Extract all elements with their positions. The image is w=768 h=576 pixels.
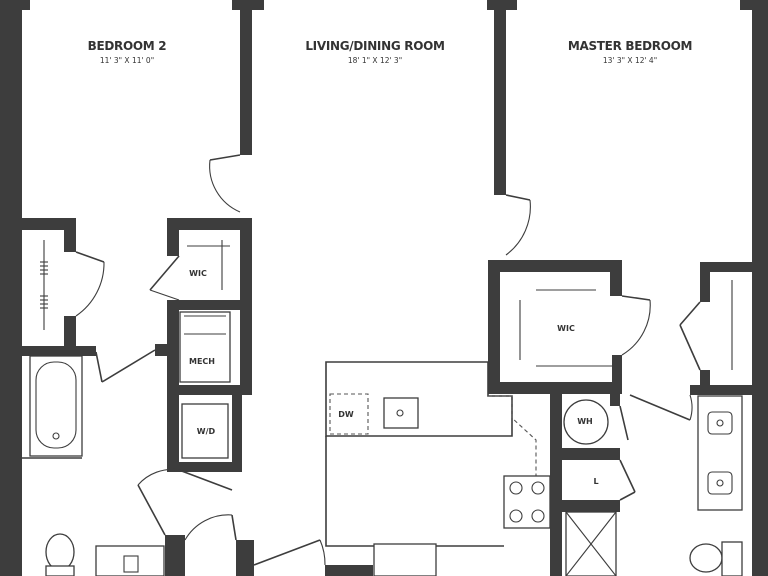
mech-unit bbox=[179, 311, 231, 383]
washer-dryer bbox=[181, 403, 229, 459]
labels: BEDROOM 2 11' 3" X 11' 0" LIVING/DINING … bbox=[88, 39, 693, 486]
fixtures bbox=[22, 311, 743, 576]
vanity bbox=[95, 545, 165, 576]
range bbox=[503, 475, 551, 529]
refrigerator bbox=[373, 543, 437, 576]
wh-label: WH bbox=[577, 417, 593, 426]
master-vanity bbox=[697, 395, 743, 511]
wic-master-label: WIC bbox=[557, 324, 575, 333]
linen-label: L bbox=[593, 477, 598, 486]
master-toilet bbox=[689, 543, 723, 573]
kitchen-counter bbox=[325, 361, 513, 437]
wic-small-label: WIC bbox=[189, 269, 207, 278]
bedroom2-dims: 11' 3" X 11' 0" bbox=[100, 56, 154, 65]
living-name: LIVING/DINING ROOM bbox=[305, 39, 444, 53]
closet-rods bbox=[40, 240, 733, 370]
master-name: MASTER BEDROOM bbox=[568, 39, 692, 53]
dishwasher bbox=[329, 393, 369, 435]
kitchen-sink bbox=[383, 397, 419, 429]
mech-label: MECH bbox=[189, 357, 215, 366]
bedroom2-name: BEDROOM 2 bbox=[88, 39, 167, 53]
toilet bbox=[45, 533, 75, 571]
wd-label: W/D bbox=[197, 427, 216, 436]
living-dims: 18' 1" X 12' 3" bbox=[348, 56, 402, 65]
water-heater bbox=[563, 399, 609, 445]
doors bbox=[75, 154, 701, 566]
dw-label: DW bbox=[338, 410, 354, 419]
master-dims: 13' 3" X 12' 4" bbox=[603, 56, 657, 65]
